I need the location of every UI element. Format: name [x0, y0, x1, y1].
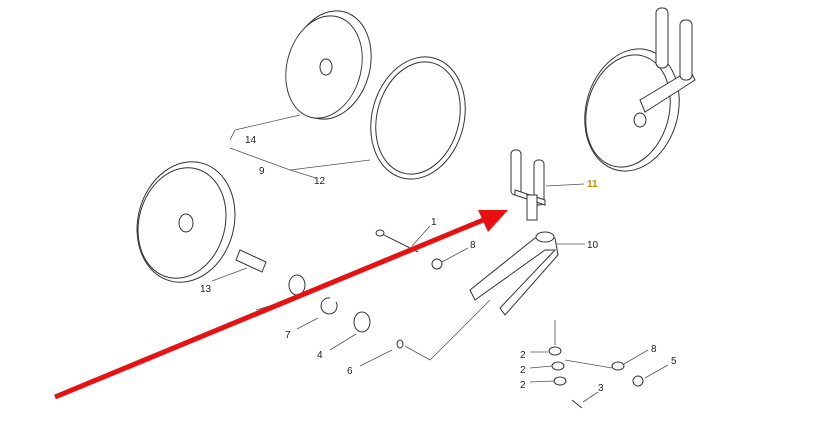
- callout-2c: 2: [520, 380, 526, 391]
- red-arrow-annotation: [54, 210, 508, 400]
- callout-7: 7: [285, 330, 291, 341]
- callout-2b: 2: [520, 365, 526, 376]
- assembled-wheel: [584, 7, 696, 172]
- callout-12: 12: [314, 176, 326, 187]
- callout-8b: 8: [651, 344, 657, 355]
- callout-9: 9: [259, 166, 265, 177]
- wheel-9: [136, 161, 236, 283]
- callout-10: 10: [587, 240, 599, 251]
- callout-13: 13: [200, 284, 212, 295]
- callout-6: 6: [347, 366, 353, 377]
- washers-stack: [548, 346, 644, 409]
- wheel-14: [285, 10, 372, 120]
- tire-ring-12: [370, 56, 466, 180]
- callout-2a: 2: [520, 350, 526, 361]
- callout-4: 4: [317, 350, 323, 361]
- callout-1: 1: [431, 217, 437, 228]
- bracket-11: [510, 149, 546, 221]
- callout-8: 8: [470, 240, 476, 251]
- axle-pin-13: [235, 249, 404, 349]
- callout-5: 5: [671, 356, 677, 367]
- fork-arm-10: [469, 231, 559, 316]
- callout-labels: 14 12 9 13 1 8 10 11 7 4 6 2 2 2 3 8 5: [200, 135, 677, 394]
- callout-14: 14: [245, 135, 257, 146]
- callout-3: 3: [598, 383, 604, 394]
- callout-11: 11: [587, 179, 598, 190]
